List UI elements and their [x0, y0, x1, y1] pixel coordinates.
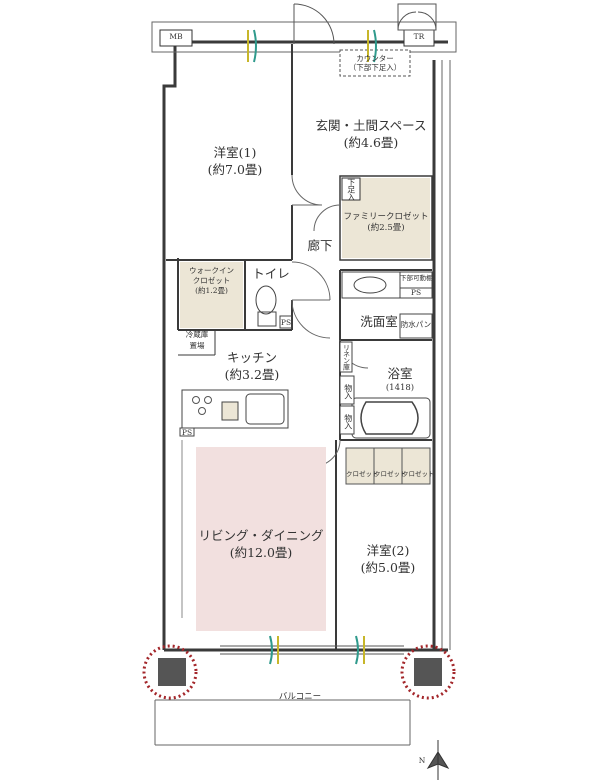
- living-name: リビング・ダイニング: [198, 528, 324, 543]
- fridge-label: 冷蔵庫 置場: [180, 330, 214, 351]
- compass: [426, 740, 450, 780]
- interior-walls: [166, 44, 433, 650]
- room-western1: 洋室(1) (約7.0畳): [190, 145, 280, 179]
- tr-label: TR: [413, 32, 425, 41]
- frame-lines: [151, 21, 457, 746]
- room-walkin-closet: ウォークイン クロゼット (約1.2畳): [180, 266, 243, 296]
- washroom-name: 洗面室: [360, 314, 398, 329]
- counter-text: カウンター: [356, 54, 394, 63]
- ps-label-kitchen: PS: [181, 428, 193, 437]
- kitchen-name: キッチン: [226, 350, 277, 365]
- storage1-label: 物入: [343, 383, 353, 399]
- storage-boxes: [339, 341, 355, 435]
- closet-label-3: クロゼット: [402, 470, 435, 478]
- room-living: リビング・ダイニング (約12.0畳): [196, 528, 326, 562]
- room-corridor: 廊下: [300, 238, 340, 255]
- fridge-text: 冷蔵庫: [185, 330, 209, 339]
- room-western2: 洋室(2) (約5.0畳): [346, 543, 430, 577]
- family-closet-size: (約2.5畳): [367, 223, 405, 234]
- balcony-windows: [220, 645, 404, 655]
- kitchen-size: (約3.2畳): [224, 366, 280, 382]
- room-balcony: バルコニー: [260, 692, 340, 703]
- bathtub: [351, 397, 431, 439]
- waterproof-pan-label: 防水パン: [400, 320, 432, 329]
- walkin-name2: クロゼット: [192, 276, 231, 286]
- washroom-sink: [341, 271, 433, 339]
- linen-label: リネン庫: [342, 344, 351, 370]
- entrance-name: 玄関・土間スペース: [315, 118, 427, 133]
- corridor-name: 廊下: [307, 238, 333, 253]
- highlight-circles: [142, 644, 456, 700]
- lower-shoe-label: 下部可動棚: [400, 274, 433, 282]
- toilet-fixture: [255, 285, 293, 329]
- toilet-name: トイレ: [252, 266, 290, 281]
- bathroom-name: 浴室: [387, 366, 413, 381]
- western1-name: 洋室(1): [213, 145, 257, 160]
- kitchen-counter: [179, 389, 289, 437]
- entrance-door: [293, 3, 335, 45]
- mb-box: [159, 29, 193, 47]
- room-bathroom: 浴室 (1418): [370, 366, 430, 394]
- columns: [158, 658, 442, 686]
- counter-label: カウンター （下部下足入）: [340, 54, 410, 72]
- room-washroom: 洗面室: [356, 314, 402, 331]
- vents: [247, 29, 377, 665]
- ps-label-washroom: PS: [410, 288, 422, 297]
- counter-sub-text: （下部下足入）: [348, 63, 402, 72]
- walkin-size: (約1.2畳): [195, 286, 228, 296]
- balcony-name: バルコニー: [278, 692, 322, 702]
- ps-label-toilet: PS: [280, 318, 292, 327]
- north-label: N: [418, 756, 426, 765]
- bathroom-size: (1418): [385, 382, 415, 393]
- living-size: (約12.0畳): [229, 544, 293, 560]
- room-entrance: 玄関・土間スペース (約4.6畳): [306, 118, 436, 152]
- western1-size: (約7.0畳): [207, 161, 263, 177]
- western2-closets: [345, 447, 431, 485]
- closet-fills: [180, 177, 430, 328]
- room-kitchen: キッチン (約3.2畳): [212, 350, 292, 384]
- geta-label: 下足入: [346, 178, 356, 201]
- fridge-sub-text: 置場: [189, 340, 205, 350]
- living-area: [181, 440, 326, 631]
- room-family-closet: ファミリークロゼット (約2.5畳): [338, 212, 434, 235]
- western2-name: 洋室(2): [366, 543, 410, 558]
- room-toilet: トイレ: [250, 266, 292, 283]
- tr-doors: [397, 3, 437, 31]
- closet-label-2: クロゼット: [374, 470, 407, 478]
- closet-label-1: クロゼット: [346, 470, 379, 478]
- storage2-label: 物入: [343, 413, 353, 429]
- exterior-walls: [160, 40, 448, 652]
- mb-label: MB: [169, 32, 183, 41]
- family-closet-name: ファミリークロゼット: [343, 212, 429, 222]
- western2-size: (約5.0畳): [360, 559, 416, 575]
- entrance-size: (約4.6畳): [343, 134, 399, 150]
- walkin-name: ウォークイン: [189, 266, 234, 275]
